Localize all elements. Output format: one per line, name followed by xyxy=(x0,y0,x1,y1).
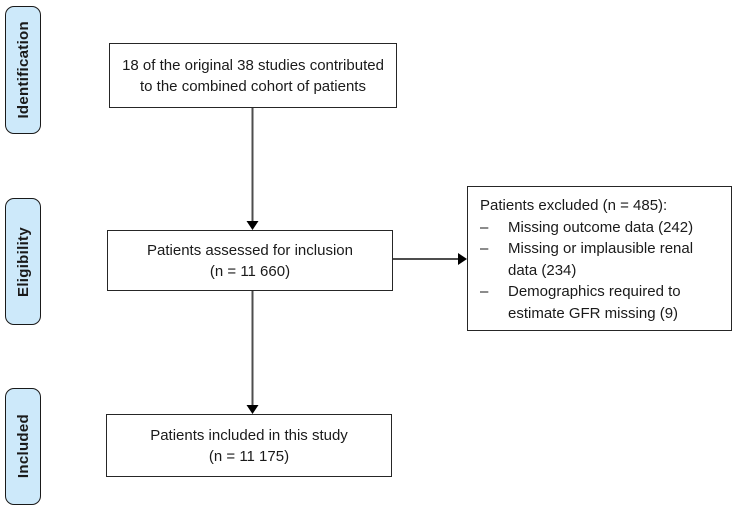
stage-label-included: Included xyxy=(5,388,41,505)
excluded-item-bullet: – xyxy=(480,240,489,257)
stage-label-included-text: Included xyxy=(14,414,32,479)
box-included: Patients included in this study (n = 11 … xyxy=(106,414,392,477)
box-included-line2: (n = 11 175) xyxy=(208,447,290,465)
box-excluded: Patients excluded (n = 485): – Missing o… xyxy=(467,186,732,331)
arrow-eligibility-to-excluded-head xyxy=(458,253,467,265)
stage-label-eligibility: Eligibility xyxy=(5,198,41,325)
excluded-item-text: Missing outcome data (242) xyxy=(508,218,694,236)
box-identification: 18 of the original 38 studies contribute… xyxy=(109,43,397,108)
excluded-item-bullet: – xyxy=(480,283,489,300)
excluded-item-row: – Demographics required to estimate GFR … xyxy=(480,281,721,324)
excluded-item-row: – Missing outcome data (242) xyxy=(480,217,721,239)
box-eligibility-line2: (n = 11 660) xyxy=(209,262,291,280)
excluded-item-bullet: – xyxy=(480,218,489,236)
arrow-identification-to-eligibility-head xyxy=(246,221,259,230)
stage-label-identification: Identification xyxy=(5,6,41,134)
arrow-eligibility-to-included-head xyxy=(246,405,259,414)
box-excluded-title: Patients excluded (n = 485): xyxy=(480,197,668,214)
box-eligibility: Patients assessed for inclusion (n = 11 … xyxy=(107,230,393,291)
excluded-item-text: Missing or implausible renal data (234) xyxy=(508,240,694,279)
excluded-item-text: Demographics required to estimate GFR mi… xyxy=(508,283,681,322)
box-included-line1: Patients included in this study xyxy=(150,426,348,444)
box-identification-line2: to the combined cohort of patients xyxy=(140,77,366,95)
box-eligibility-line1: Patients assessed for inclusion xyxy=(147,241,353,259)
excluded-item-row: – Missing or implausible renal data (234… xyxy=(480,238,721,281)
stage-label-eligibility-text: Eligibility xyxy=(14,226,32,297)
box-identification-line1: 18 of the original 38 studies contribute… xyxy=(122,56,384,74)
stage-label-identification-text: Identification xyxy=(14,21,32,119)
